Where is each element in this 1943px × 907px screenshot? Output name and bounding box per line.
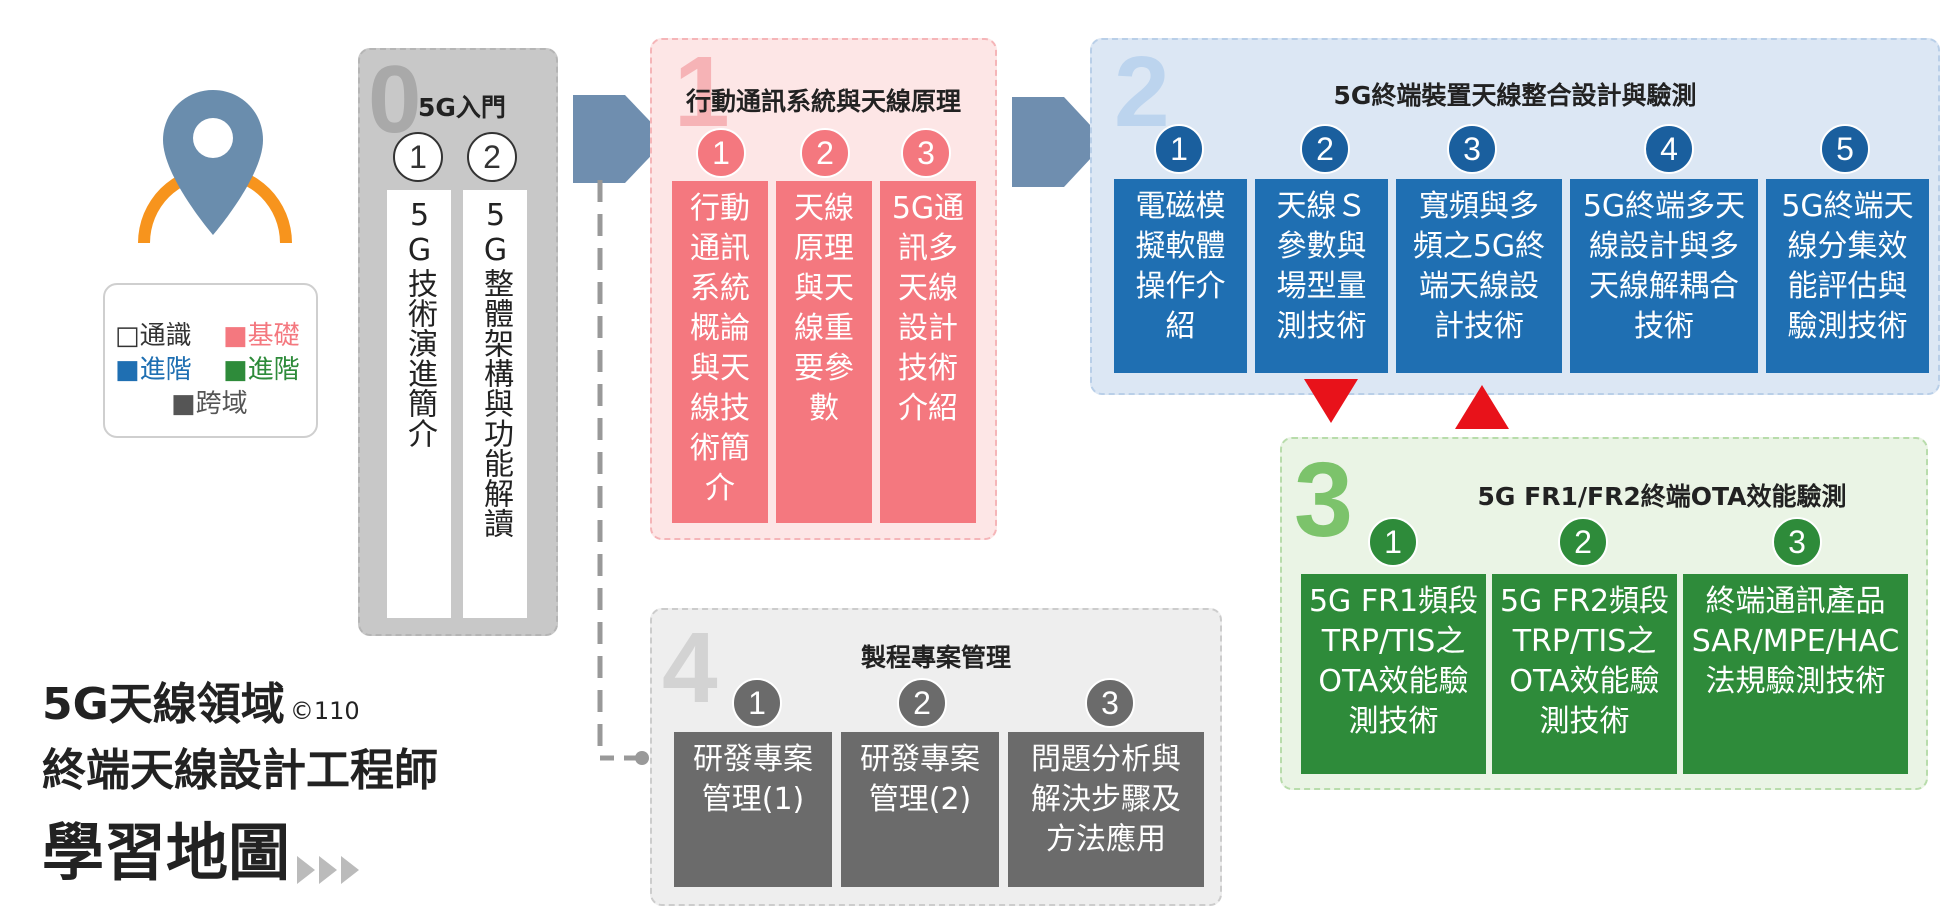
title-line2: 終端天線設計工程師 (42, 745, 438, 796)
stage3-item3-card[interactable]: 終端通訊產品SAR/MPE/HAC法規驗測技術 (1683, 574, 1908, 774)
stage2-item1-number: 1 (1154, 124, 1204, 174)
stage1-item2-card[interactable]: 天線原理與天線重要參數 (776, 181, 872, 523)
stage2-title: 5G終端裝置天線整合設計與驗測 (1333, 81, 1697, 110)
stage4-item1-text: 研發專案管理(1) (693, 742, 813, 817)
stage2-item3-number: 3 (1447, 124, 1497, 174)
red-up-arrow-icon (1455, 385, 1509, 429)
stage3-panel: 3 5G FR1/FR2終端OTA效能驗測 1 2 3 5G FR1頻段TRP/… (1280, 437, 1928, 790)
stage2-item2-number: 2 (1300, 124, 1350, 174)
stage1-item1-text: 行動通訊系統概論與天線技術簡介 (690, 191, 750, 506)
legend-general: □通識 (115, 321, 192, 351)
legend-advanced-green: ■進階 (223, 355, 300, 385)
stage2-item4-text: 5G終端多天線設計與多天線解耦合技術 (1582, 189, 1746, 344)
stage2-item2-text: 天線Ｓ參數與場型量測技術 (1276, 189, 1367, 344)
stage0-item1-text: 5G技術演進簡介 (402, 198, 437, 448)
stage2-item5-text: 5G終端天線分集效能評估與驗測技術 (1781, 189, 1914, 344)
red-down-arrow-icon (1304, 379, 1358, 423)
stage3-item2-card[interactable]: 5G FR2頻段TRP/TIS之OTA效能驗測技術 (1492, 574, 1677, 774)
stage2-item3-card[interactable]: 寬頻與多頻之5G終端天線設計技術 (1396, 179, 1562, 373)
legend-basic: ■基礎 (223, 321, 300, 351)
stage3-item1-text: 5G FR1頻段TRP/TIS之OTA效能驗測技術 (1308, 584, 1479, 739)
stage4-item2-text: 研發專案管理(2) (860, 742, 980, 817)
stage0-panel: 0 5G入門 1 2 5G技術演進簡介 5G整體架構與功能解讀 (358, 48, 558, 636)
stage2-item4-card[interactable]: 5G終端多天線設計與多天線解耦合技術 (1570, 179, 1758, 373)
stage1-item3-card[interactable]: 5G通訊多天線設計技術介紹 (880, 181, 976, 523)
stage4-item1-card[interactable]: 研發專案管理(1) (674, 732, 832, 887)
stage1-item2-text: 天線原理與天線重要參數 (794, 191, 854, 426)
stage1-title: 行動通訊系統與天線原理 (685, 87, 961, 116)
stage4-number: 4 (662, 612, 718, 724)
stage3-item2-text: 5G FR2頻段TRP/TIS之OTA效能驗測技術 (1499, 584, 1670, 739)
stage1-panel: 1 行動通訊系統與天線原理 1 2 3 行動通訊系統概論與天線技術簡介 天線原理… (650, 38, 997, 540)
arrow-stage0-to-stage1 (573, 95, 667, 183)
stage3-item1-number: 1 (1368, 517, 1418, 567)
stage2-item2-card[interactable]: 天線Ｓ參數與場型量測技術 (1255, 179, 1388, 373)
stage4-item3-text: 問題分析與解決步驟及方法應用 (1031, 742, 1181, 857)
triple-arrow-icon (297, 855, 360, 884)
legend-advanced-blue: ■進階 (115, 355, 192, 385)
stage2-panel: 2 5G終端裝置天線整合設計與驗測 1 2 3 4 5 電磁模擬軟體操作介紹 天… (1090, 38, 1940, 395)
stage4-item1-number: 1 (732, 678, 782, 728)
stage0-number: 0 (368, 46, 422, 153)
dashed-connector (597, 180, 649, 765)
stage4-panel: 4 製程專案管理 1 2 3 研發專案管理(1) 研發專案管理(2) 問題分析與… (650, 608, 1222, 906)
stage1-item3-text: 5G通訊多天線設計技術介紹 (891, 191, 965, 426)
stage4-item3-number: 3 (1085, 678, 1135, 728)
stage0-item2-text: 5G整體架構與功能解讀 (478, 198, 513, 538)
stage1-item3-number: 3 (901, 128, 951, 178)
stage0-item2-number: 2 (467, 132, 517, 182)
stage2-number: 2 (1114, 36, 1170, 148)
title-line3: 學習地圖 (42, 816, 291, 889)
stage4-title: 製程專案管理 (860, 643, 1011, 672)
location-pin-icon (138, 90, 292, 243)
arrow-stage1-to-stage2 (1012, 97, 1106, 187)
stage3-item3-text: 終端通訊產品SAR/MPE/HAC法規驗測技術 (1691, 584, 1900, 699)
stage0-item1-card[interactable]: 5G技術演進簡介 (387, 190, 451, 618)
map-title: 5G天線領域 ©110 終端天線設計工程師 學習地圖 (42, 668, 522, 892)
stage4-item2-card[interactable]: 研發專案管理(2) (841, 732, 999, 887)
stage4-item3-card[interactable]: 問題分析與解決步驟及方法應用 (1008, 732, 1204, 887)
stage1-number: 1 (674, 36, 730, 148)
stage0-item1-number: 1 (393, 132, 443, 182)
stage2-item5-card[interactable]: 5G終端天線分集效能評估與驗測技術 (1766, 179, 1929, 373)
stage3-number: 3 (1294, 441, 1353, 559)
stage0-title: 5G入門 (418, 93, 506, 122)
stage1-item1-number: 1 (696, 128, 746, 178)
stage2-item3-text: 寬頻與多頻之5G終端天線設計技術 (1412, 189, 1546, 344)
stage2-item1-card[interactable]: 電磁模擬軟體操作介紹 (1114, 179, 1247, 373)
title-copyright: ©110 (289, 697, 360, 725)
stage3-item2-number: 2 (1558, 517, 1608, 567)
title-line1: 5G天線領域 (42, 679, 285, 730)
stage4-item2-number: 2 (897, 678, 947, 728)
stage2-item5-number: 5 (1820, 124, 1870, 174)
legend-cross: ■跨域 (171, 389, 248, 419)
stage2-item4-number: 4 (1644, 124, 1694, 174)
stage0-item2-card[interactable]: 5G整體架構與功能解讀 (463, 190, 527, 618)
stage2-item1-text: 電磁模擬軟體操作介紹 (1135, 189, 1226, 344)
stage1-item1-card[interactable]: 行動通訊系統概論與天線技術簡介 (672, 181, 768, 523)
stage3-item1-card[interactable]: 5G FR1頻段TRP/TIS之OTA效能驗測技術 (1301, 574, 1486, 774)
stage1-item2-number: 2 (800, 128, 850, 178)
stage3-item3-number: 3 (1772, 517, 1822, 567)
legend: □通識 ■基礎 ■進階 ■進階 ■跨域 (103, 283, 318, 438)
stage3-title: 5G FR1/FR2終端OTA效能驗測 (1477, 482, 1847, 511)
